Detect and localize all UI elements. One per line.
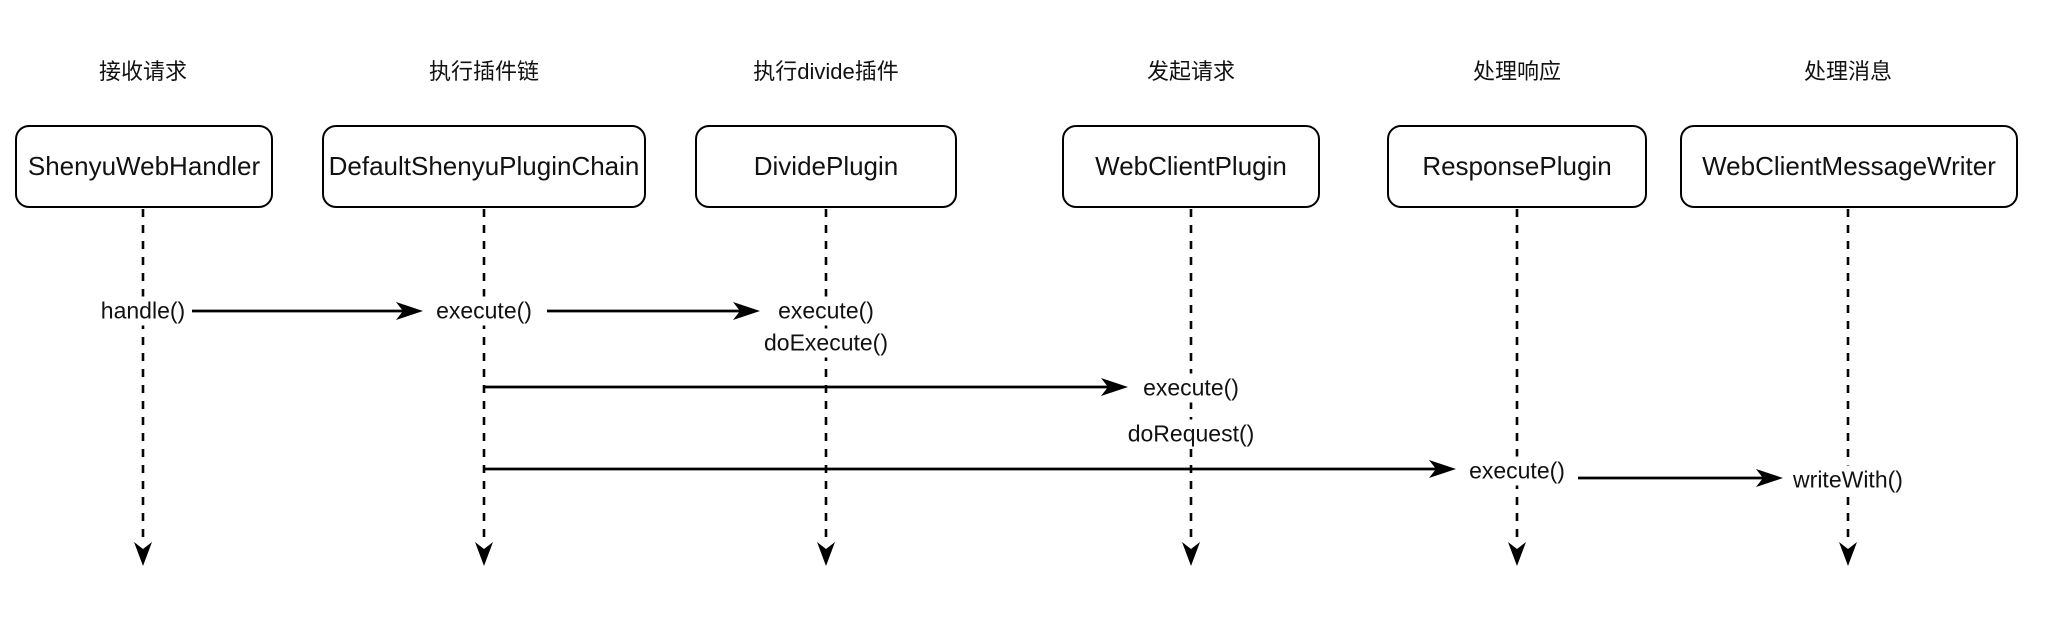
actor-title-handle-response: 处理响应 — [1472, 59, 1562, 84]
actor-title-run-divide-plugin: 执行divide插件 — [753, 59, 899, 84]
message-label-execute-2: execute() — [775, 296, 877, 326]
lifeline-responseplugin — [1508, 209, 1526, 566]
actor-name: ShenyuWebHandler — [27, 151, 261, 181]
actor-title-receive-request: 接收请求 — [98, 59, 188, 84]
message-arrow-execute-chain-to-response — [484, 460, 1456, 478]
message-label-execute-1: execute() — [433, 296, 535, 326]
actor-box-responseplugin: ResponsePlugin — [1387, 125, 1647, 208]
actor-name: DividePlugin — [753, 151, 899, 181]
message-label-handle: handle() — [97, 296, 189, 326]
message-arrow-execute-chain-to-divide — [547, 302, 760, 320]
message-label-dorequest: doRequest() — [1124, 419, 1258, 449]
message-label-writewith: writeWith() — [1790, 465, 1906, 495]
message-arrow-writewith — [1578, 469, 1783, 487]
message-label-execute-4: execute() — [1466, 456, 1568, 486]
actor-box-divideplugin: DividePlugin — [695, 125, 957, 208]
lifeline-defaultshenyupluginchain — [475, 209, 493, 566]
message-arrow-handle — [192, 302, 423, 320]
lifeline-shenyuwebhandler — [134, 209, 152, 566]
actor-name: WebClientPlugin — [1095, 151, 1287, 181]
actor-title-handle-message: 处理消息 — [1803, 59, 1893, 84]
actor-box-webclientplugin: WebClientPlugin — [1062, 125, 1320, 208]
message-label-execute-3: execute() — [1140, 373, 1242, 403]
lifeline-webclientmessagewriter — [1839, 209, 1857, 566]
actor-name: WebClientMessageWriter — [1702, 151, 1996, 181]
actor-name: DefaultShenyuPluginChain — [328, 151, 640, 181]
actor-box-webclientmessagewriter: WebClientMessageWriter — [1680, 125, 2018, 208]
lifeline-divideplugin — [817, 209, 835, 566]
actor-name: ResponsePlugin — [1422, 151, 1612, 181]
actor-title-run-plugin-chain: 执行插件链 — [428, 59, 540, 84]
actor-title-send-request: 发起请求 — [1146, 59, 1236, 84]
message-label-doexecute: doExecute() — [760, 328, 892, 358]
actor-box-shenyuwebhandler: ShenyuWebHandler — [15, 125, 273, 208]
message-arrow-execute-chain-to-webclient — [484, 378, 1128, 396]
actor-box-defaultshenyupluginchain: DefaultShenyuPluginChain — [322, 125, 646, 208]
